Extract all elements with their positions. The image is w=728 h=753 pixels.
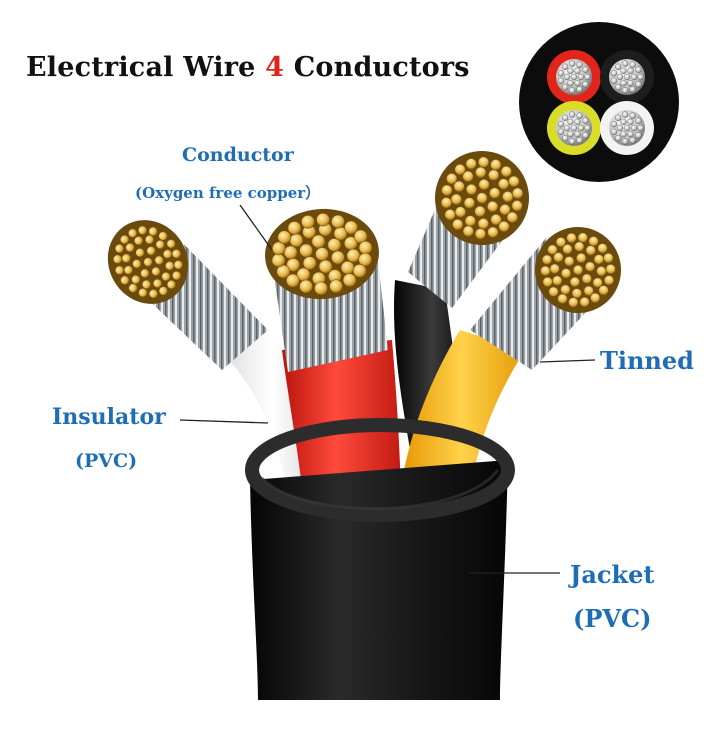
title-suffix: Conductors <box>284 52 470 83</box>
title-prefix: Electrical Wire <box>26 52 266 83</box>
jacket-sublabel: (PVC) <box>573 604 652 633</box>
cross-section-badge <box>519 22 679 182</box>
conductor-label: Conductor <box>182 144 294 166</box>
title-number: 4 <box>265 52 285 83</box>
insulator-label: Insulator <box>52 404 166 430</box>
page-title: Electrical Wire 4 Conductors <box>26 52 470 83</box>
conductor-leader <box>239 204 273 251</box>
insulator-leader <box>179 419 269 424</box>
leader-lines <box>179 204 596 574</box>
outer-jacket <box>245 418 515 700</box>
tinned-label: Tinned <box>600 346 694 375</box>
jacket-label: Jacket <box>570 560 655 589</box>
yellow-wire <box>398 227 621 510</box>
tinned-leader <box>539 359 596 363</box>
conductor-sublabel: (Oxygen free copper） <box>135 184 321 202</box>
insulator-sublabel: (PVC) <box>75 450 138 472</box>
